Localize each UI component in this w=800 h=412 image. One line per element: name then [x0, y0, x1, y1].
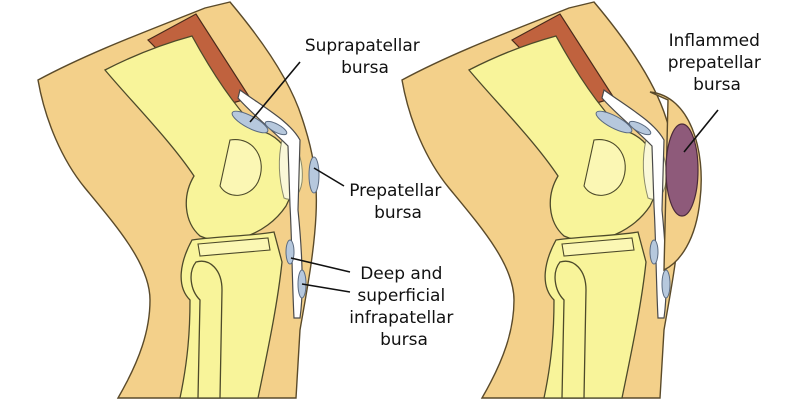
label-suprapatellar: Suprapatellar bursa [305, 36, 425, 78]
normal-knee-illustration [37, 1, 320, 399]
label-suprapatellar-line2: bursa [341, 58, 389, 78]
label-suprapatellar-line1: Suprapatellar [305, 36, 420, 56]
label-infrapatellar-line4: bursa [380, 330, 428, 350]
inflamed-leader [683, 109, 719, 153]
label-inflamed-line1: Inflammed [669, 31, 760, 51]
prepatellar-leader [313, 167, 345, 187]
label-inflamed-line2: prepatellar [668, 53, 761, 73]
infrapatellar-leader-deep [290, 257, 351, 273]
label-infrapatellar-line3: infrapatellar [349, 308, 453, 328]
infrapatellar-leader-superficial [301, 283, 351, 293]
prepatellar-bursa [308, 156, 320, 194]
inflamed-bursa [665, 123, 699, 217]
label-infrapatellar-line1: Deep and [360, 264, 442, 284]
suprapatellar-leader [249, 61, 301, 123]
label-infrapatellar-line2: superficial [357, 286, 445, 306]
label-infrapatellar: Deep and superficial infrapatellar bursa [349, 264, 458, 350]
label-prepatellar-line2: bursa [374, 203, 422, 223]
label-prepatellar: Prepatellar bursa [349, 181, 447, 223]
inflamed-knee-illustration [401, 1, 702, 399]
label-inflamed-line3: bursa [693, 75, 741, 95]
label-inflamed: Inflammed prepatellar bursa [668, 31, 766, 95]
label-prepatellar-line1: Prepatellar [349, 181, 441, 201]
